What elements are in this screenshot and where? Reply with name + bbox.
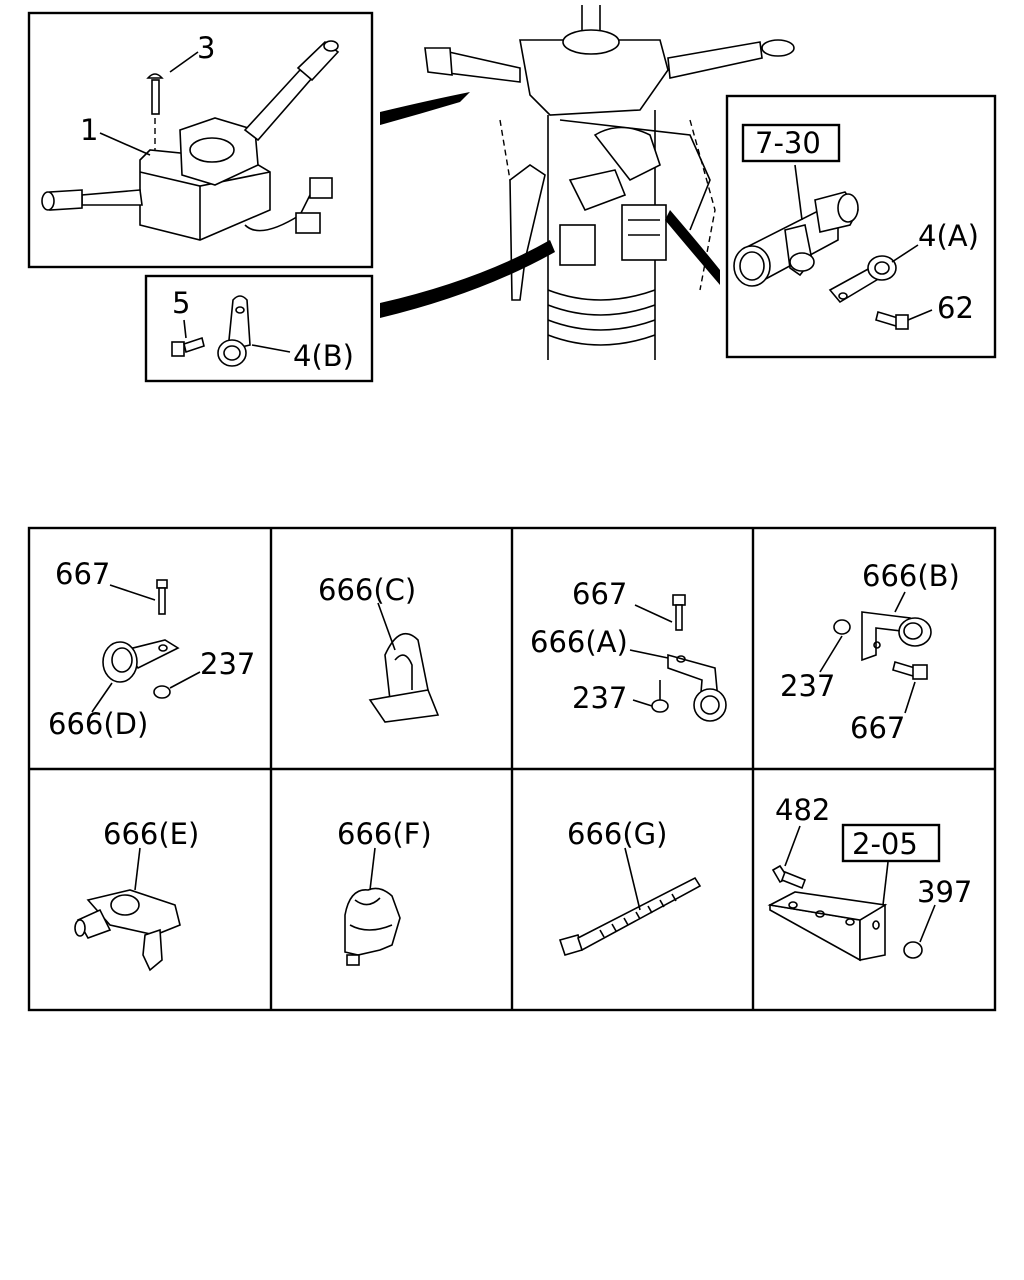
label-666a: 666(A)	[530, 625, 628, 659]
clip-4a-detail-box: 7-30 4(A) 62	[725, 94, 997, 359]
label-397: 397	[917, 875, 972, 909]
label-667: 667	[572, 577, 627, 611]
label-switch: 1	[80, 113, 98, 147]
label-237: 237	[200, 647, 255, 681]
cell-666g: 666(G)	[558, 817, 702, 956]
cell-666f: 666(F)	[337, 817, 432, 966]
label-237: 237	[780, 669, 835, 703]
label-237: 237	[572, 681, 627, 715]
label-666c: 666(C)	[318, 573, 416, 607]
label-clip-4b: 4(B)	[293, 339, 354, 373]
ref-2-05: 2-05	[852, 827, 918, 861]
label-bolt-62: 62	[937, 291, 974, 325]
label-667: 667	[850, 711, 905, 745]
label-bolt-5: 5	[172, 286, 190, 320]
label-clip-4a: 4(A)	[918, 219, 979, 253]
label-666b: 666(B)	[862, 559, 960, 593]
label-666e: 666(E)	[103, 817, 199, 851]
cell-666e: 666(E)	[74, 817, 199, 972]
label-666f: 666(F)	[337, 817, 432, 851]
label-482: 482	[775, 793, 830, 827]
cell-bracket: 482 2-05 397	[767, 793, 972, 962]
label-667: 667	[55, 557, 110, 591]
cell-666a: 667 666(A) 237	[530, 577, 727, 722]
steering-column-assembly	[380, 5, 795, 360]
label-screw: 3	[197, 31, 215, 65]
label-666g: 666(G)	[567, 817, 667, 851]
clip-grid	[27, 526, 997, 1012]
cell-666c: 666(C)	[318, 573, 440, 723]
clip-4b-detail-box: 5 4(B)	[144, 274, 374, 383]
ref-7-30: 7-30	[755, 126, 821, 160]
label-666d: 666(D)	[48, 707, 148, 741]
cell-666d: 667 237 666(D)	[48, 557, 255, 741]
switch-detail-box: 3 1	[27, 11, 374, 269]
cell-666b: 666(B) 237 667	[780, 559, 960, 745]
